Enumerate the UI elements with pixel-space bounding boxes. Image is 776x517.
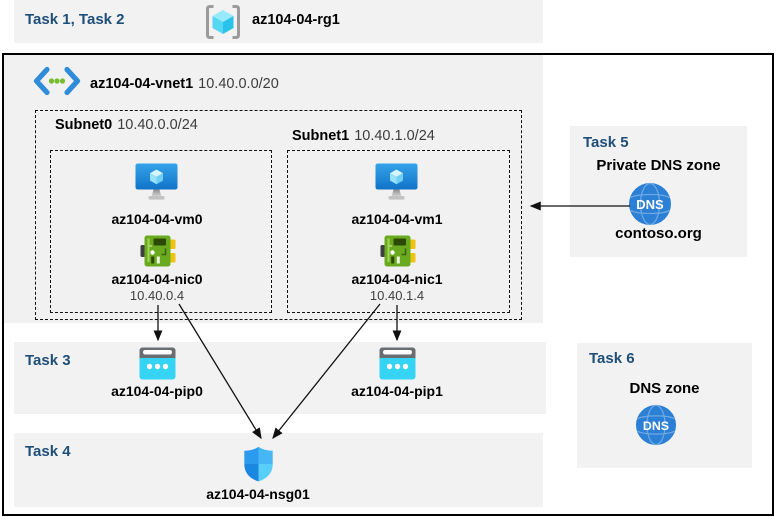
vm0-icon bbox=[134, 162, 179, 208]
vnet-name: az104-04-vnet1 bbox=[90, 76, 194, 92]
private-dns-icon: DNS bbox=[628, 182, 672, 231]
resource-group-name: az104-04-rg1 bbox=[252, 12, 340, 28]
subnet1-name: Subnet1 bbox=[292, 128, 350, 144]
task3-band: Task 3 bbox=[14, 342, 546, 414]
diagram-frame bbox=[2, 53, 774, 516]
task6-title: DNS zone bbox=[629, 380, 700, 397]
pip0-icon bbox=[139, 347, 176, 385]
nsg-label: az104-04-nsg01 bbox=[206, 486, 310, 502]
subnet0-name: Subnet0 bbox=[55, 117, 113, 133]
nic0-icon bbox=[140, 234, 176, 273]
vm0-label: az104-04-vm0 bbox=[111, 211, 203, 227]
subnet0-cidr: 10.40.0.0/24 bbox=[117, 117, 198, 133]
virtual-network-icon bbox=[33, 66, 81, 96]
subnet1-box bbox=[287, 150, 510, 313]
subnet0-box bbox=[50, 150, 272, 313]
pip0-label: az104-04-pip0 bbox=[111, 383, 203, 399]
nsg-shield-icon bbox=[243, 446, 274, 487]
task6-box: Task 6 DNS zone DNS bbox=[577, 343, 752, 468]
nic1-ip: 10.40.1.4 bbox=[369, 288, 425, 303]
private-dns-icon-text: DNS bbox=[636, 197, 664, 212]
dns-zone-icon-text: DNS bbox=[643, 419, 669, 433]
task5-zone-name: contoso.org bbox=[615, 225, 702, 242]
vnet-box bbox=[4, 55, 543, 323]
resource-group-icon bbox=[204, 3, 242, 41]
task3-heading: Task 3 bbox=[25, 352, 71, 369]
task4-band: Task 4 bbox=[14, 433, 543, 507]
nic0-label: az104-04-nic0 bbox=[111, 271, 203, 287]
pip1-label: az104-04-pip1 bbox=[351, 383, 443, 399]
vnet-cidr: 10.40.0.0/20 bbox=[198, 76, 279, 92]
pip1-icon bbox=[379, 347, 416, 385]
task6-heading: Task 6 bbox=[589, 350, 635, 367]
dns-zone-icon: DNS bbox=[635, 404, 677, 451]
task1-2-heading: Task 1, Task 2 bbox=[25, 11, 125, 28]
task5-box: Task 5 Private DNS zone DNS contoso.org bbox=[570, 126, 747, 257]
task1-2-band: Task 1, Task 2 az104-04-rg1 bbox=[14, 0, 543, 43]
task4-heading: Task 4 bbox=[25, 443, 71, 460]
nic0-ip: 10.40.0.4 bbox=[129, 288, 185, 303]
subnet1-cidr: 10.40.1.0/24 bbox=[354, 128, 435, 144]
vm1-label: az104-04-vm1 bbox=[351, 211, 443, 227]
nic1-icon bbox=[380, 234, 416, 273]
task5-heading: Task 5 bbox=[583, 134, 629, 151]
vm1-icon bbox=[374, 162, 419, 208]
nic1-label: az104-04-nic1 bbox=[351, 271, 443, 287]
task5-title: Private DNS zone bbox=[596, 157, 721, 174]
